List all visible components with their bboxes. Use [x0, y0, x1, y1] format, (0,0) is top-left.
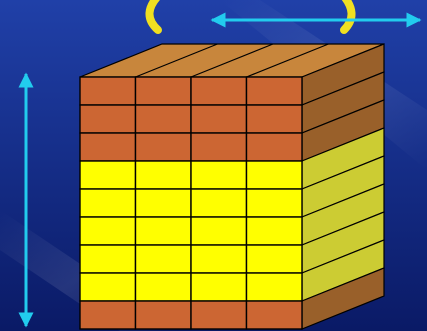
brick-layer-cell	[80, 133, 136, 161]
yellow-layer-cell	[136, 217, 192, 245]
brick-layer-cell	[191, 105, 247, 133]
yellow-layer-cell	[136, 189, 192, 217]
yellow-layer-cell	[191, 245, 247, 273]
yellow-layer-cell	[80, 217, 136, 245]
yellow-layer-cell	[247, 245, 303, 273]
yellow-layer-cell	[191, 161, 247, 189]
yellow-layer-cell	[191, 273, 247, 301]
brick-layer-cell	[136, 301, 192, 329]
brick-layer-cell	[247, 105, 303, 133]
brick-layer-cell	[247, 301, 303, 329]
brick-layer-cell	[191, 77, 247, 105]
brick-layer-cell	[247, 77, 303, 105]
yellow-layer-cell	[191, 189, 247, 217]
brick-layer-cell	[191, 133, 247, 161]
brick-layer-cell	[136, 77, 192, 105]
brick-layer-cell	[80, 105, 136, 133]
yellow-layer-cell	[247, 217, 303, 245]
brick-layer-cell	[136, 133, 192, 161]
yellow-layer-cell	[247, 189, 303, 217]
brick-layer-cell	[136, 105, 192, 133]
yellow-layer-cell	[247, 273, 303, 301]
yellow-layer-cell	[191, 217, 247, 245]
brick-layer-cell	[80, 301, 136, 329]
yellow-layer-cell	[80, 273, 136, 301]
yellow-layer-cell	[80, 245, 136, 273]
yellow-layer-cell	[136, 245, 192, 273]
yellow-layer-cell	[80, 189, 136, 217]
brick-layer-cell	[80, 77, 136, 105]
yellow-layer-cell	[136, 273, 192, 301]
brick-layer-cell	[191, 301, 247, 329]
brick-layer-cell	[247, 133, 303, 161]
layered-block	[80, 44, 384, 329]
yellow-layer-cell	[247, 161, 303, 189]
yellow-layer-cell	[136, 161, 192, 189]
yellow-layer-cell	[80, 161, 136, 189]
